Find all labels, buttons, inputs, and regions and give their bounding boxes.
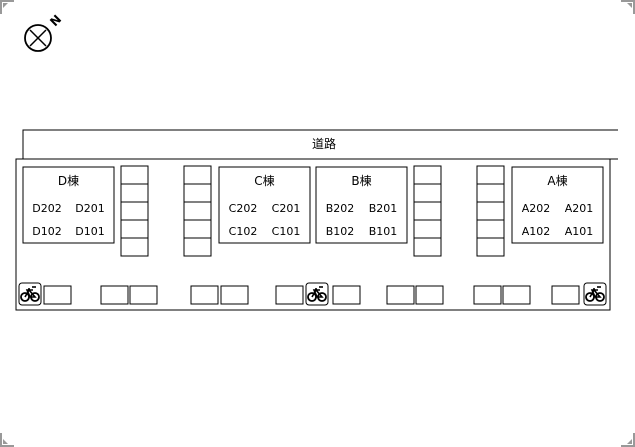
parking-column-2	[413, 165, 442, 257]
parking-space	[129, 285, 158, 305]
parking-space	[332, 285, 361, 305]
bicycle-icon	[305, 282, 329, 306]
parking-space	[476, 201, 505, 221]
parking-space	[43, 285, 72, 305]
building-name: C棟	[254, 173, 274, 188]
road-label: 道路	[312, 136, 336, 151]
unit-label: A102	[522, 225, 551, 238]
parking-space	[183, 201, 212, 221]
parking-space	[502, 285, 531, 305]
road: 道路	[22, 129, 618, 159]
parking-space	[190, 285, 219, 305]
parking-space	[551, 285, 580, 305]
parking-space	[473, 285, 502, 305]
parking-space	[413, 165, 442, 185]
parking-space	[476, 237, 505, 257]
parking-space	[476, 165, 505, 185]
parking-space	[275, 285, 304, 305]
building-name: A棟	[547, 173, 567, 188]
compass: N	[24, 12, 64, 52]
parking-space	[183, 183, 212, 203]
parking-column-3	[476, 165, 505, 257]
parking-space	[476, 183, 505, 203]
parking-space	[413, 237, 442, 257]
unit-label: A202	[522, 202, 551, 215]
parking-column-1	[183, 165, 212, 257]
parking-space	[120, 219, 149, 239]
unit-label: A201	[565, 202, 594, 215]
bicycle-icon	[583, 282, 607, 306]
bicycle-icon	[18, 282, 42, 306]
parking-column-0	[120, 165, 149, 257]
parking-space	[100, 285, 129, 305]
parking-space	[120, 201, 149, 221]
unit-label: D101	[75, 225, 104, 238]
parking-space	[120, 237, 149, 257]
unit-label: D102	[32, 225, 61, 238]
parking-space	[120, 165, 149, 185]
parking-space	[413, 201, 442, 221]
parking-space	[415, 285, 444, 305]
parking-space	[183, 237, 212, 257]
parking-space	[386, 285, 415, 305]
unit-label: A101	[565, 225, 594, 238]
unit-label: B102	[326, 225, 355, 238]
parking-space	[120, 183, 149, 203]
parking-space	[220, 285, 249, 305]
unit-label: C101	[272, 225, 301, 238]
unit-label: B202	[326, 202, 355, 215]
parking-columns	[120, 165, 505, 257]
building-name: B棟	[351, 173, 371, 188]
compass-circle	[24, 24, 52, 52]
unit-label: D202	[32, 202, 61, 215]
parking-space	[413, 183, 442, 203]
bicycle-parking	[18, 282, 607, 306]
parking-row	[43, 285, 580, 305]
parking-space	[476, 219, 505, 239]
compass-north-label: N	[47, 12, 64, 29]
site-boundary	[15, 158, 618, 311]
parking-space	[183, 165, 212, 185]
unit-label: C202	[229, 202, 258, 215]
unit-label: B201	[369, 202, 398, 215]
unit-label: B101	[369, 225, 398, 238]
unit-label: D201	[75, 202, 104, 215]
building-name: D棟	[58, 173, 79, 188]
parking-space	[413, 219, 442, 239]
building-outline	[511, 166, 604, 244]
building-outline	[218, 166, 311, 244]
unit-label: C102	[229, 225, 258, 238]
unit-label: C201	[272, 202, 301, 215]
building-outline	[22, 166, 115, 244]
building-outline	[315, 166, 408, 244]
parking-space	[183, 219, 212, 239]
compass-needle-cross	[29, 29, 47, 47]
